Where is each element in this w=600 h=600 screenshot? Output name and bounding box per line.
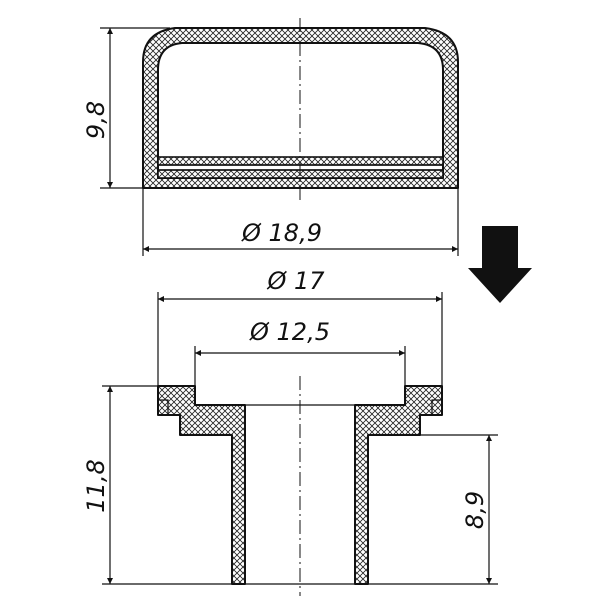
cap-height-label: 9,8 (82, 101, 110, 139)
plug-total-height-label: 11,8 (82, 459, 110, 512)
plug-right-half (354, 385, 443, 585)
plug-outer-diameter-label: Ø 17 (266, 267, 325, 295)
down-arrow-icon (468, 226, 532, 303)
plug-inner-diameter-label: Ø 12,5 (249, 318, 330, 346)
cap-section: 9,8 Ø 18,9 (82, 18, 459, 256)
cap-shell (142, 27, 459, 189)
plug-section: Ø 17 Ø 12,5 11,8 8,9 (82, 267, 498, 596)
plug-left-half (157, 385, 246, 585)
plug-outer-diameter-dimension: Ø 17 (157, 267, 443, 386)
cap-diameter-label: Ø 18,9 (241, 219, 322, 247)
plug-inner-diameter-dimension: Ø 12,5 (194, 318, 406, 386)
plug-total-height-dimension: 11,8 (82, 385, 232, 585)
plug-stem-height-dimension: 8,9 (368, 434, 498, 585)
cap-height-dimension: 9,8 (82, 27, 170, 189)
plug-stem-height-label: 8,9 (461, 491, 489, 529)
cap-diameter-dimension: Ø 18,9 (142, 188, 459, 256)
